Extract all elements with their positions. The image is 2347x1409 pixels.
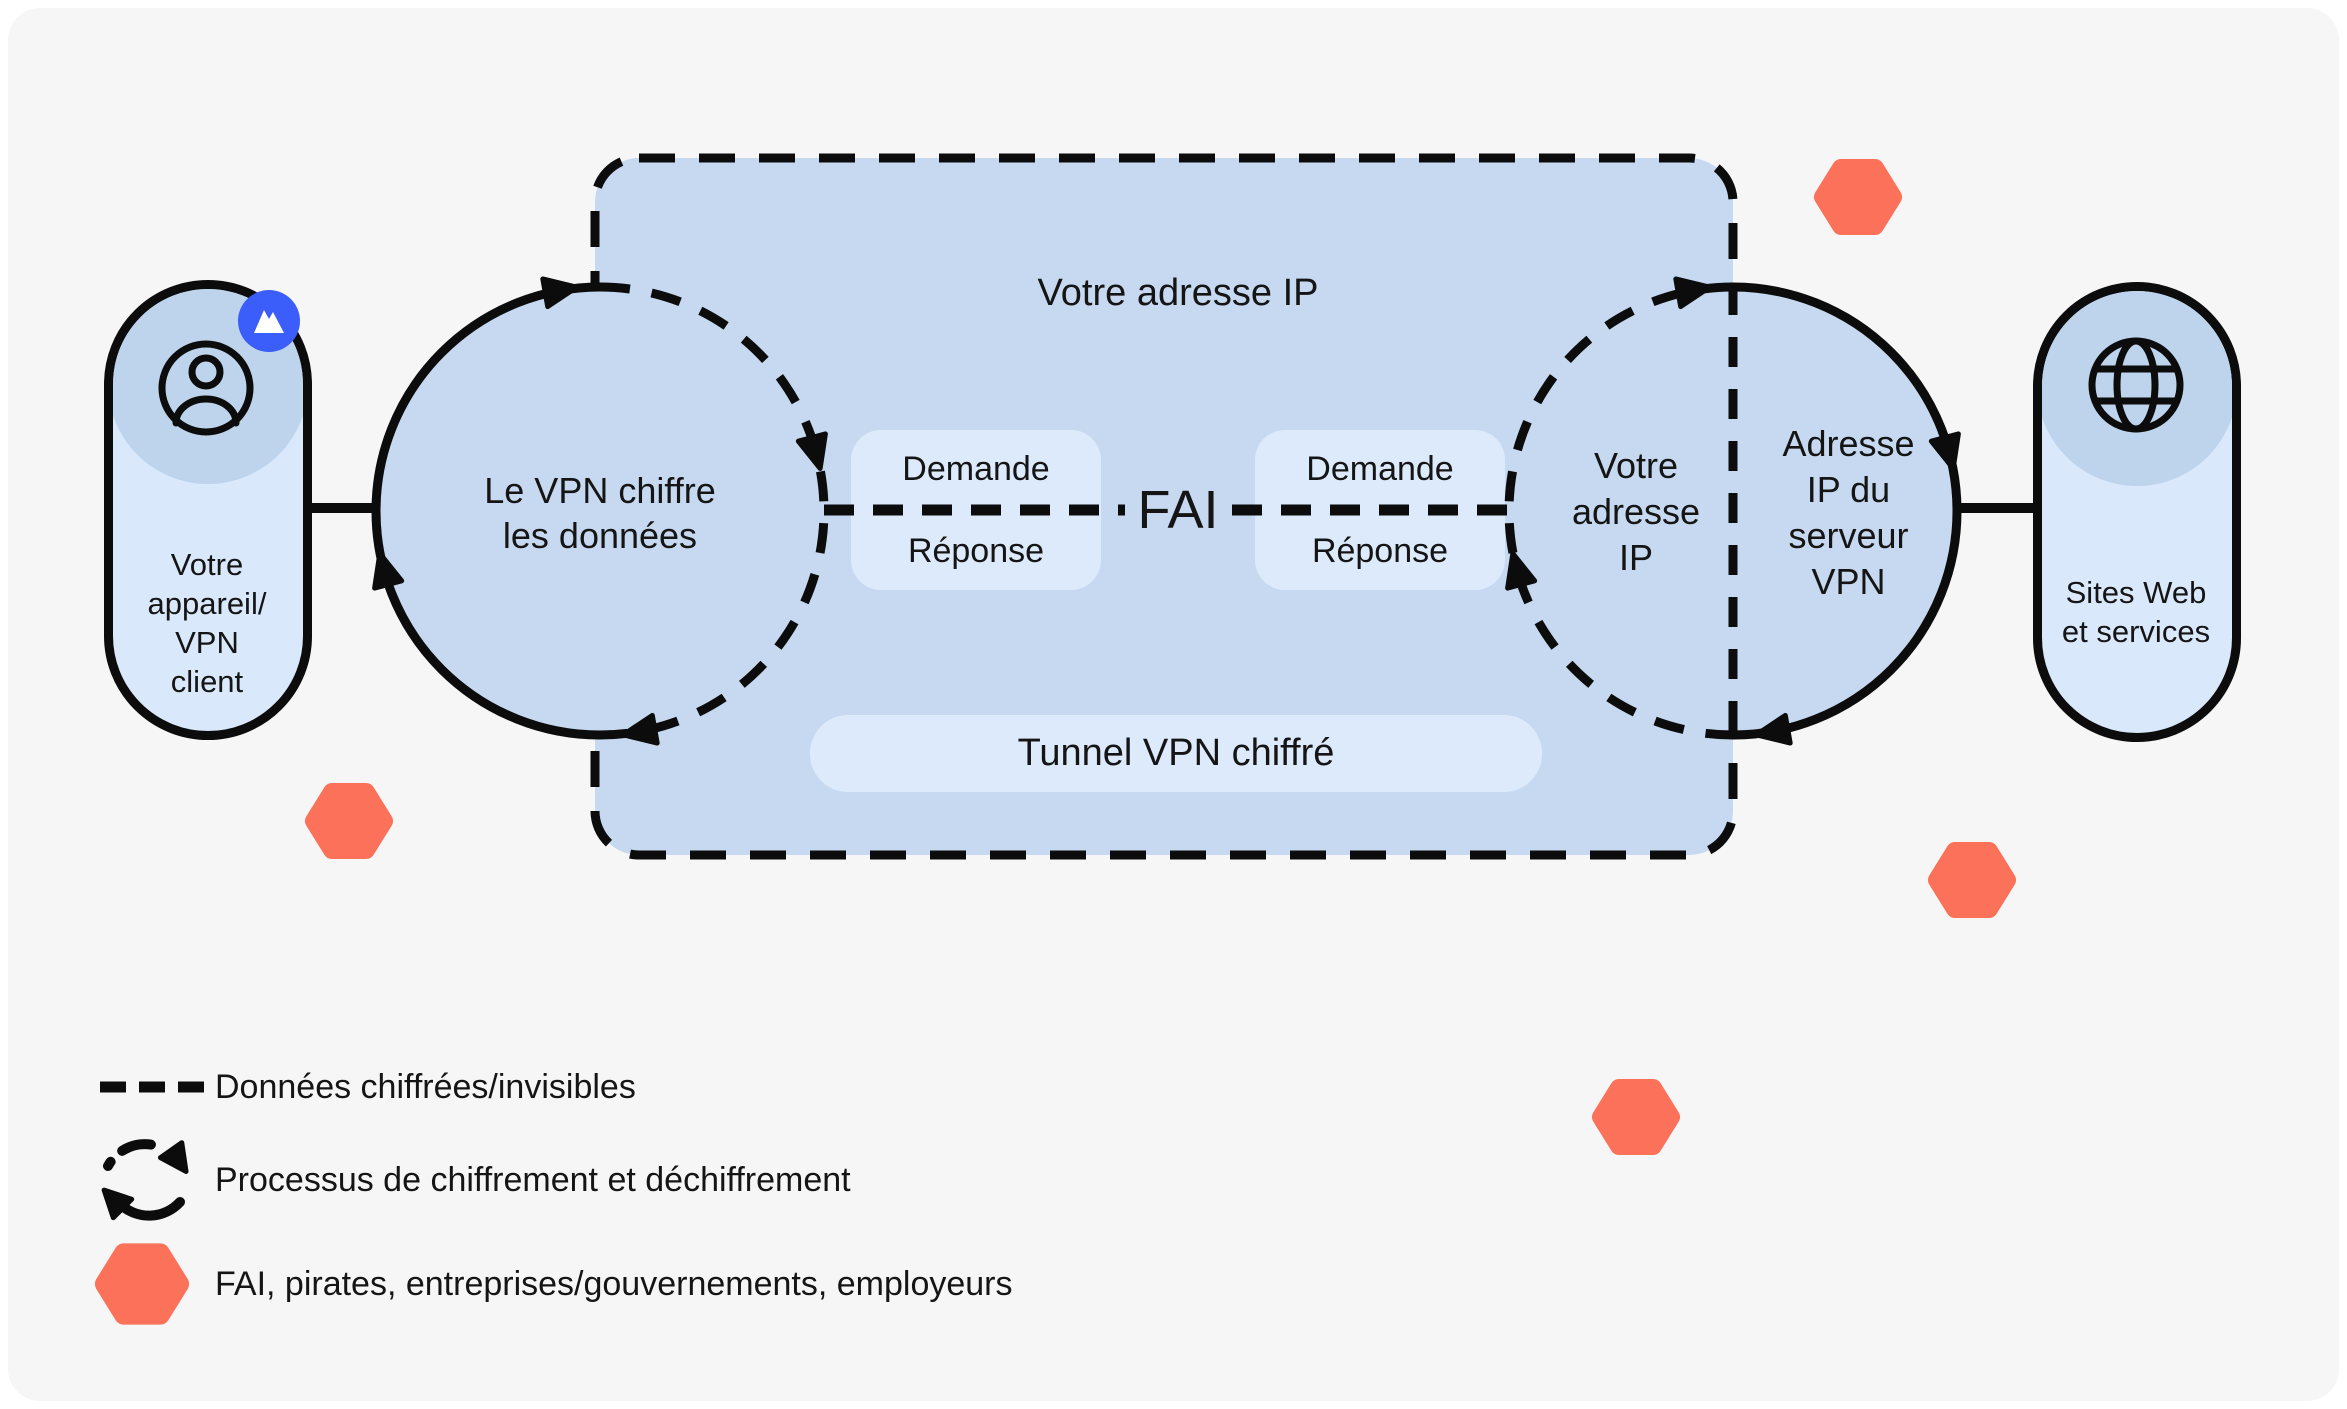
legend-item-threats: FAI, pirates, entreprises/gouvernements,… [215,1264,1013,1303]
threat-hexagon-icon [314,792,384,850]
decryption-circle-outer-arc [1732,282,1962,740]
vpn-server-ip-label: Adresse IP du serveur VPN [1782,423,1915,602]
user-icon [158,340,254,436]
websites-capsule-accent [2042,291,2232,486]
encryption-circle-inner-arc [599,282,829,740]
encryption-cycle-icon [95,1139,197,1221]
threat-hexagon-icon [105,1253,180,1315]
websites-label: Sites Web et services [2061,575,2211,649]
isp-label: FAI [1137,480,1219,540]
legend-item-encrypted-data: Données chiffrées/invisibles [215,1067,636,1106]
request-label-right: Demande [1306,449,1454,488]
request-label-left: Demande [902,449,1050,488]
tunnel-bottom-label: Tunnel VPN chiffré [1017,731,1335,774]
response-label-right: Réponse [1311,531,1449,570]
encryption-circle-fill [376,287,824,735]
tunnel-label-pill [810,715,1542,792]
encryption-circle-label: Le VPN chiffre les données [484,469,716,556]
tunnel-top-label: Votre adresse IP [1037,271,1319,314]
nordvpn-logo-icon [238,290,300,352]
decryption-circle-inner-arc [1504,282,1734,740]
response-label-left: Réponse [907,531,1045,570]
device-label: Votre appareil/ VPN client [147,546,267,699]
threat-hexagon-icon [1823,168,1893,226]
threat-hexagon-icon [1937,851,2007,909]
threat-hexagon-icon [1601,1088,1671,1146]
vpn-tunnel [590,153,1738,860]
websites-capsule [2033,282,2241,742]
legend-item-encryption-process: Processus de chiffrement et déchiffremen… [215,1160,851,1199]
encryption-circle-outer-arc [371,282,601,740]
your-ip-circle-label: Votre adresse IP [1571,445,1701,578]
globe-icon [2088,337,2184,433]
